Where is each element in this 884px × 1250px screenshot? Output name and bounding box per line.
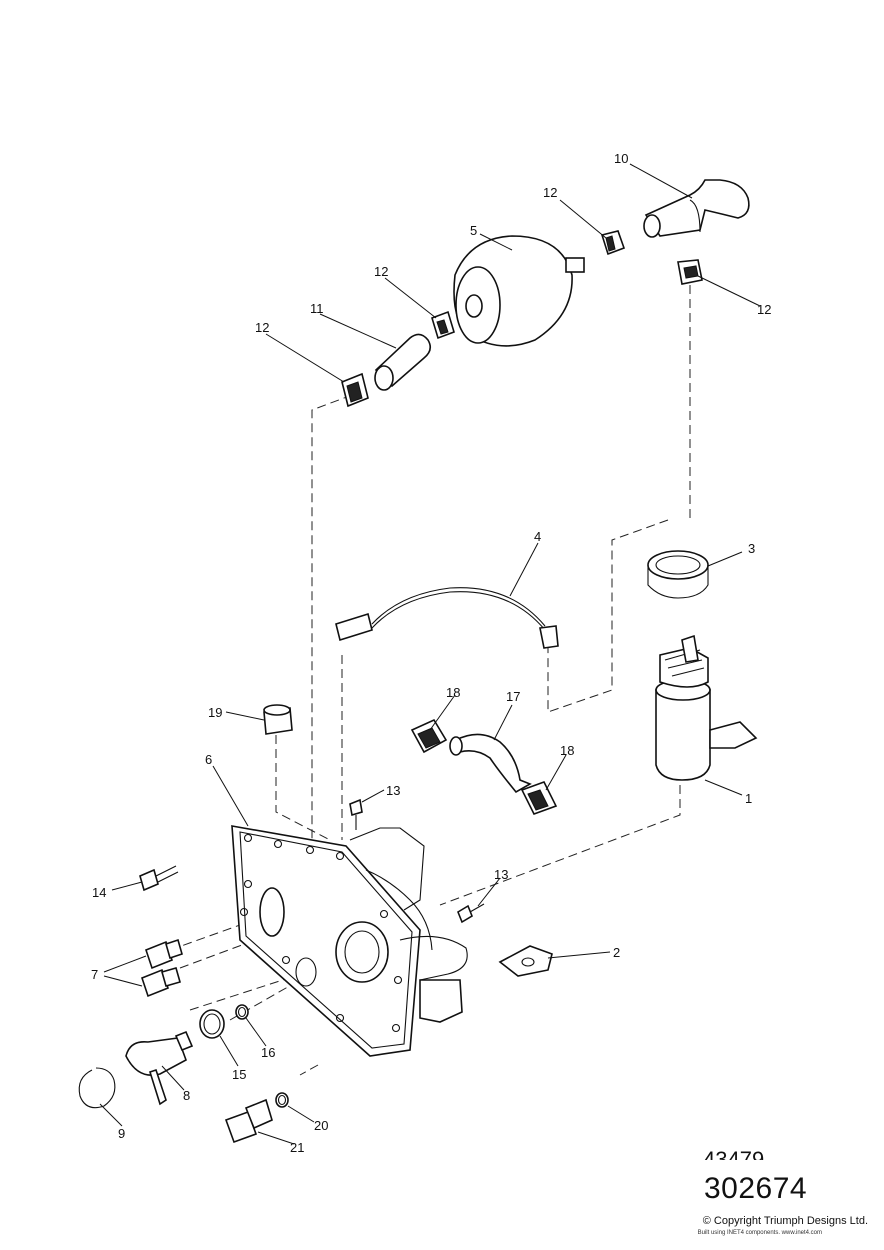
- callout-4: 4: [534, 529, 541, 544]
- callout-7: 7: [91, 967, 98, 982]
- sensor-21: [224, 1098, 273, 1144]
- bracket-plate-2: [498, 945, 553, 977]
- assembly-dash-lines: [169, 285, 691, 1076]
- callout-10: 10: [614, 151, 628, 166]
- pressure-regulator: [125, 1030, 194, 1106]
- built-with-note: Built using INET4 components. www.inet4.…: [697, 1230, 822, 1236]
- callout-5: 5: [470, 223, 477, 238]
- callout-12-a: 12: [543, 185, 557, 200]
- drawing-number: 43479: [703, 1147, 765, 1160]
- fuel-hose-10: [643, 179, 750, 238]
- wiring-harness: [335, 587, 559, 649]
- screw-14: [139, 865, 179, 892]
- o-ring-15: [199, 1009, 225, 1039]
- spacer-19: [263, 704, 293, 735]
- callout-16: 16: [261, 1045, 275, 1060]
- callout-2: 2: [613, 945, 620, 960]
- callout-12-b: 12: [374, 264, 388, 279]
- hose-clip-12-left: [341, 372, 369, 408]
- hose-clip-18-lower: [520, 781, 558, 815]
- callout-1: 1: [745, 791, 752, 806]
- callout-12-d: 12: [757, 302, 771, 317]
- callout-17: 17: [506, 689, 520, 704]
- callout-18-b: 18: [560, 743, 574, 758]
- callout-8: 8: [183, 1088, 190, 1103]
- circlip: [78, 1067, 116, 1109]
- callout-19: 19: [208, 705, 222, 720]
- callout-18-a: 18: [446, 685, 460, 700]
- hose-clip-12-mid: [431, 310, 455, 340]
- callout-13-a: 13: [386, 783, 400, 798]
- pump-sealing-ring: [647, 550, 709, 599]
- hose-clip-12-right: [677, 259, 703, 285]
- part-number: 302674: [704, 1172, 808, 1205]
- screw-13-upper: [349, 798, 363, 830]
- copyright-notice: © Copyright Triumph Designs Ltd.: [702, 1215, 868, 1227]
- fitting-7-lower: [141, 967, 181, 998]
- screw-13-lower: [457, 903, 485, 924]
- fuel-hose-17: [449, 733, 532, 794]
- callout-13-b: 13: [494, 867, 508, 882]
- fuel-filter: [453, 235, 585, 347]
- callout-14: 14: [92, 885, 106, 900]
- callout-12-c: 12: [255, 320, 269, 335]
- callout-6: 6: [205, 752, 212, 767]
- fitting-7-upper: [145, 938, 183, 970]
- fuel-pump: [655, 634, 758, 781]
- callout-9: 9: [118, 1126, 125, 1141]
- pump-mounting-plate: [231, 825, 468, 1057]
- o-ring-16: [235, 1004, 249, 1020]
- leader-lines: [99, 163, 761, 1145]
- hose-clip-18-upper: [410, 718, 448, 754]
- callout-15: 15: [232, 1067, 246, 1082]
- hose-clip-12-top: [600, 230, 626, 256]
- o-ring-20: [275, 1092, 289, 1108]
- fuel-hose-11: [374, 333, 432, 391]
- callout-labels: 1 2 3 4 5 6 7 8 9 10 11 12 12 12 12 13 1…: [91, 151, 771, 1155]
- callout-3: 3: [748, 541, 755, 556]
- callout-21: 21: [290, 1140, 304, 1155]
- callout-11: 11: [310, 301, 324, 316]
- callout-20: 20: [314, 1118, 328, 1133]
